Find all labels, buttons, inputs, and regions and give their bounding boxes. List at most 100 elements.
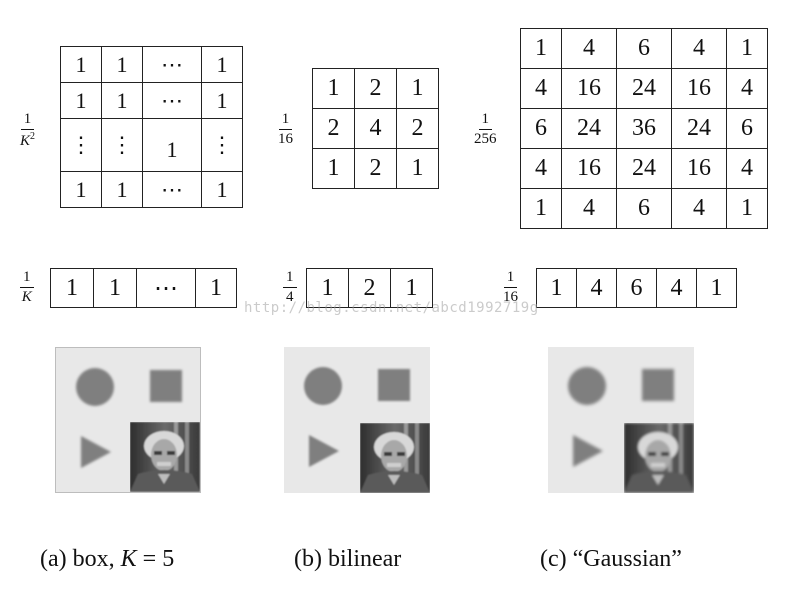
gaussian-2d-cell: 4 [520,148,562,189]
gaussian-2d-cell: 4 [671,188,727,229]
box-2d-cell: ⋮ [101,118,143,172]
box-2d-cell: 1 [142,118,202,172]
gaussian-1d-cell: 4 [576,268,617,308]
box-1d-cell: 1 [50,268,94,308]
box-2d-cell: 1 [101,82,143,119]
box-2d-cell: 1 [101,171,143,208]
square-shape [378,369,410,401]
gaussian-1d-scale-num: 1 [503,270,518,288]
caption-bilinear: (b) bilinear [294,546,402,572]
gaussian-2d-cell: 1 [726,188,768,229]
portrait-photo [130,422,200,492]
box-2d-scale-den: K [20,133,31,149]
gaussian-2d-cell: 4 [561,188,617,229]
gaussian-2d-cell: 4 [726,68,768,109]
box-2d-cell: 1 [60,82,102,119]
gaussian-1d-cell: 6 [616,268,657,308]
gaussian-1d-cell: 1 [536,268,577,308]
gaussian-2d-cell: 4 [726,148,768,189]
box-2d-cell: ⋮ [60,118,102,172]
caption-gaussian: (c) “Gaussian” [540,546,682,572]
box-1d-scale-num: 1 [20,270,34,288]
gaussian-1d-cell: 4 [656,268,697,308]
gaussian-2d-cell: 4 [561,28,617,69]
gaussian-1d-cell: 1 [696,268,737,308]
box-1d-cell: 1 [195,268,237,308]
gaussian-1d-kernel: 1 4 6 4 1 [536,268,737,308]
triangle-shape [573,435,603,467]
gaussian-1d-scale: 1 16 [503,270,518,305]
box-2d-cell: ⋯ [142,171,202,208]
triangle-shape [309,435,339,467]
bilinear-2d-cell: 1 [312,148,355,189]
gaussian-2d-cell: 1 [520,188,562,229]
box-filtered-image [55,347,201,493]
square-shape [150,370,182,402]
gaussian-2d-scale-den: 256 [474,131,497,147]
gaussian-2d-cell: 1 [520,28,562,69]
portrait-photo [360,423,430,493]
bilinear-1d-scale-num: 1 [283,270,297,288]
box-2d-scale: 1 K2 [20,112,35,149]
box-2d-cell: 1 [60,46,102,83]
gaussian-2d-cell: 1 [726,28,768,69]
gaussian-2d-cell: 4 [671,28,727,69]
triangle-shape [81,436,111,468]
bilinear-1d-cell: 2 [348,268,391,308]
gaussian-2d-cell: 24 [671,108,727,149]
box-2d-cell: 1 [201,82,243,119]
gaussian-2d-cell: 6 [616,188,672,229]
gaussian-2d-cell: 6 [726,108,768,149]
gaussian-2d-scale-num: 1 [478,112,492,130]
caption-box-suffix: = 5 [136,546,175,572]
bilinear-1d-scale: 1 4 [283,270,297,305]
box-2d-cell: 1 [201,46,243,83]
gaussian-2d-cell: 16 [561,148,617,189]
caption-box-prefix: (a) box, [40,546,121,572]
box-2d-cell: ⋮ [201,118,243,172]
bilinear-filtered-image [284,347,430,493]
bilinear-2d-cell: 2 [396,108,439,149]
box-1d-cell: 1 [93,268,137,308]
box-2d-cell: ⋯ [142,82,202,119]
gaussian-2d-cell: 4 [520,68,562,109]
caption-box: (a) box, K = 5 [40,546,174,573]
bilinear-2d-scale-den: 16 [278,131,293,147]
square-shape [642,369,674,401]
bilinear-1d-scale-den: 4 [286,289,294,305]
box-2d-scale-exp: 2 [30,131,36,142]
bilinear-2d-kernel: 1 2 1 2 4 2 1 2 1 [312,68,439,189]
gaussian-filtered-image [548,347,694,493]
gaussian-2d-cell: 36 [616,108,672,149]
gaussian-2d-cell: 24 [616,68,672,109]
bilinear-2d-cell: 1 [396,68,439,109]
circle-shape [304,367,342,405]
bilinear-2d-cell: 2 [354,68,397,109]
caption-box-var: K [120,546,137,572]
bilinear-2d-cell: 1 [312,68,355,109]
box-1d-kernel: 1 1 ⋯ 1 [50,268,237,308]
bilinear-2d-cell: 4 [354,108,397,149]
box-2d-cell: 1 [60,171,102,208]
bilinear-1d-kernel: 1 2 1 [306,268,433,308]
box-2d-cell: 1 [101,46,143,83]
gaussian-2d-cell: 16 [561,68,617,109]
gaussian-1d-scale-den: 16 [503,289,518,305]
watermark: http://blog.csdn.net/abcd1992719g [244,300,539,316]
portrait-photo [624,423,694,493]
bilinear-1d-cell: 1 [390,268,433,308]
box-2d-cell: 1 [201,171,243,208]
bilinear-2d-cell: 2 [354,148,397,189]
circle-shape [76,368,114,406]
bilinear-2d-cell: 1 [396,148,439,189]
circle-shape [568,367,606,405]
gaussian-2d-kernel: 1 4 6 4 1 4 16 24 16 4 6 24 36 24 6 4 16… [520,28,768,229]
box-2d-kernel: 1 1 ⋯ 1 1 1 ⋯ 1 ⋮ ⋮ 1 ⋮ 1 1 ⋯ 1 [60,46,243,208]
box-2d-scale-num: 1 [20,112,35,130]
gaussian-2d-cell: 6 [520,108,562,149]
box-1d-cell: ⋯ [136,268,196,308]
gaussian-2d-cell: 24 [616,148,672,189]
box-2d-cell: ⋯ [142,46,202,83]
box-1d-scale-den: K [21,289,32,305]
gaussian-2d-cell: 16 [671,68,727,109]
